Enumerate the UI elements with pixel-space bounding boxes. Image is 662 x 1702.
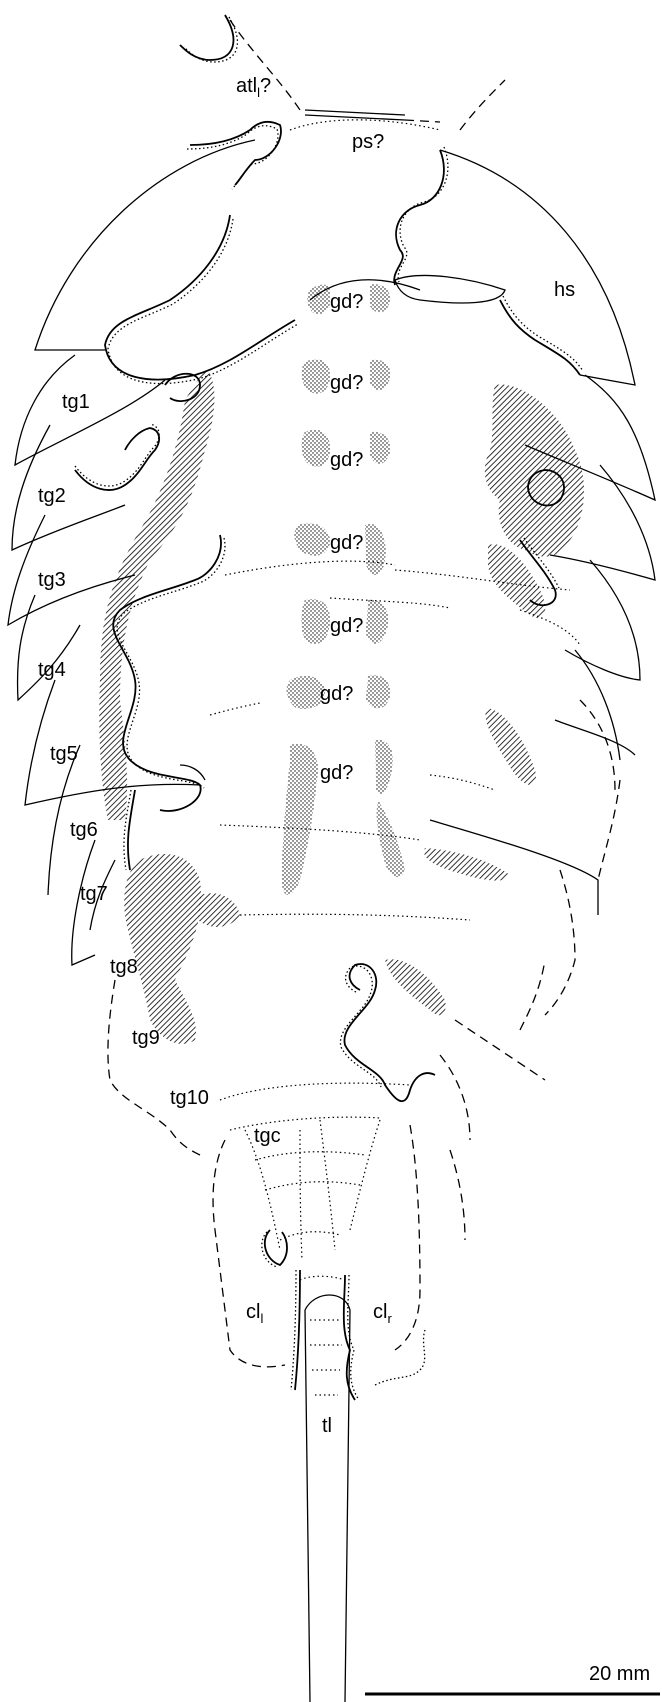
scale-bar: 20 mm [365,1663,660,1694]
label-tg8: tg8 [110,956,138,978]
label-gd-6: gd? [320,683,353,705]
label-ps: ps? [352,131,384,153]
label-gd-4: gd? [330,532,363,554]
label-gd-1: gd? [330,291,363,313]
label-gd-7: gd? [320,762,353,784]
label-tg9: tg9 [132,1027,160,1049]
label-tg3: tg3 [38,569,66,591]
label-tl: tl [322,1415,332,1437]
label-cl-right: clr [373,1301,392,1326]
label-cl-left: cll [246,1301,263,1326]
label-atl: atll? [236,75,271,100]
label-tg7: tg7 [80,883,108,905]
label-hs: hs [554,279,575,301]
label-gd-5: gd? [330,615,363,637]
label-tg5: tg5 [50,743,78,765]
label-tg1: tg1 [62,391,90,413]
label-tg2: tg2 [38,485,66,507]
label-tgc: tgc [254,1125,281,1147]
dashed-outlines [108,20,620,1367]
label-gd-2: gd? [330,372,363,394]
label-gd-3: gd? [330,449,363,471]
label-tg6: tg6 [70,819,98,841]
label-tg10: tg10 [170,1087,209,1109]
label-tg4: tg4 [38,659,66,681]
scale-bar-label: 20 mm [589,1663,650,1685]
